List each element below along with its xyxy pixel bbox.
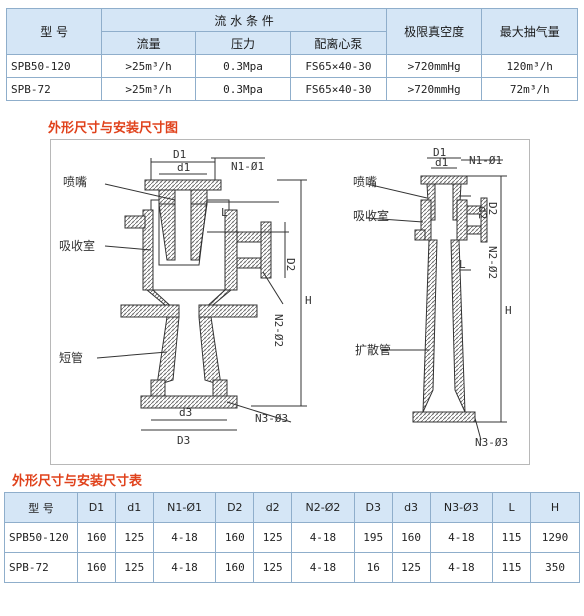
spec-cell-pressure: 0.3Mpa <box>194 77 292 101</box>
dim-cell: 4-18 <box>152 552 217 583</box>
label-suction-left: 吸收室 <box>59 238 95 253</box>
dim-cell: 1290 <box>530 522 580 553</box>
spec-header-max-pump: 最大抽气量 <box>481 8 578 55</box>
dim-cell: 16 <box>353 552 393 583</box>
table-row: SPB50-120 160 125 4-18 160 125 4-18 195 … <box>4 522 580 553</box>
label-d2-right: d2 <box>476 206 489 219</box>
spec-cell-flow: >25m³/h <box>101 54 196 78</box>
label-H-left: H <box>305 294 312 307</box>
label-N2-right: N2-Ø2 <box>486 246 499 279</box>
dim-table: 型 号 D1 d1 N1-Ø1 D2 d2 N2-Ø2 D3 d3 N3-Ø3 … <box>4 492 580 583</box>
spec-header-pressure: 压力 <box>194 31 292 55</box>
label-L-left: L <box>221 206 228 219</box>
dim-cell: 125 <box>253 522 293 553</box>
dim-cell: 4-18 <box>429 552 494 583</box>
ejector-drawing: 喷嘴 吸收室 短管 D1 d1 N1-Ø1 L D2 N2-Ø2 H d3 D3… <box>59 146 512 449</box>
dim-header-cell: D2 <box>215 492 255 523</box>
label-nozzle-right: 喷嘴 <box>353 175 377 189</box>
dim-cell: 125 <box>391 552 431 583</box>
spec-table: 型 号 流 水 条 件 极限真空度 最大抽气量 流量 压力 配离心泵 SPB50… <box>5 8 578 101</box>
label-d1-left: d1 <box>177 161 190 174</box>
dim-cell: SPB50-120 <box>4 522 78 553</box>
dim-header-cell: d1 <box>114 492 154 523</box>
dim-cell: 160 <box>215 552 255 583</box>
spec-cell-flow: >25m³/h <box>101 77 196 101</box>
dim-cell: 160 <box>77 552 116 583</box>
right-ejector <box>366 157 507 441</box>
spec-table-header-row: 型 号 流 水 条 件 极限真空度 最大抽气量 <box>5 8 578 55</box>
spec-cell-vacuum: >720mmHg <box>385 77 483 101</box>
dim-cell: SPB-72 <box>4 552 78 583</box>
label-N2-left: N2-Ø2 <box>272 314 285 347</box>
dim-header-cell: D3 <box>353 492 393 523</box>
dim-cell: 125 <box>114 552 154 583</box>
dim-header-cell: d3 <box>391 492 431 523</box>
dim-cell: 160 <box>215 522 255 553</box>
label-suction-right: 吸收室 <box>353 208 389 223</box>
dim-header-cell: 型 号 <box>4 492 78 523</box>
table-row: SPB-72 160 125 4-18 160 125 4-18 16 125 … <box>4 552 580 583</box>
spec-header-flow: 流量 <box>101 31 196 55</box>
label-D1-left: D1 <box>173 148 186 161</box>
label-N3-right: N3-Ø3 <box>475 436 508 449</box>
label-D1-right: D1 <box>433 146 446 159</box>
label-N1-right: N1-Ø1 <box>469 154 502 167</box>
spec-cell-model: SPB50-120 <box>5 54 103 78</box>
label-d1-right: d1 <box>435 156 448 169</box>
dim-table-header-row: 型 号 D1 d1 N1-Ø1 D2 d2 N2-Ø2 D3 d3 N3-Ø3 … <box>4 492 580 523</box>
dim-cell: 125 <box>253 552 293 583</box>
dim-cell: 115 <box>492 522 532 553</box>
label-D2-right: D2 <box>486 202 499 215</box>
spec-cell-vacuum: >720mmHg <box>385 54 483 78</box>
left-ejector <box>96 157 307 431</box>
dim-cell: 195 <box>353 522 393 553</box>
label-D3-left: D3 <box>177 434 190 447</box>
table-row: SPB50-120 >25m³/h 0.3Mpa FS65×40-30 >720… <box>5 54 578 78</box>
dim-header-cell: d2 <box>253 492 293 523</box>
label-L-right: L <box>459 258 466 271</box>
dim-cell: 4-18 <box>429 522 494 553</box>
spec-header-pump: 配离心泵 <box>290 31 387 55</box>
dim-cell: 160 <box>391 522 431 553</box>
label-d3-left: d3 <box>179 406 192 419</box>
dim-header-cell: N3-Ø3 <box>429 492 494 523</box>
spec-header-flow-group: 流 水 条 件 <box>101 8 387 32</box>
spec-cell-model: SPB-72 <box>5 77 103 101</box>
label-diffuser: 扩散管 <box>355 342 391 357</box>
spec-cell-pump: FS65×40-30 <box>290 54 387 78</box>
label-H-right: H <box>505 304 512 317</box>
dim-header-cell: L <box>492 492 532 523</box>
label-short-pipe: 短管 <box>59 350 83 365</box>
dim-header-cell: D1 <box>77 492 116 523</box>
spec-cell-max: 120m³/h <box>481 54 578 78</box>
dim-header-cell: H <box>530 492 580 523</box>
spec-header-vacuum: 极限真空度 <box>385 8 483 55</box>
dim-cell: 4-18 <box>291 552 355 583</box>
spec-header-model: 型 号 <box>5 8 103 55</box>
dim-cell: 4-18 <box>152 522 217 553</box>
table-row: SPB-72 >25m³/h 0.3Mpa FS65×40-30 >720mmH… <box>5 77 578 101</box>
drawing-figure: 喷嘴 吸收室 短管 D1 d1 N1-Ø1 L D2 N2-Ø2 H d3 D3… <box>50 139 530 465</box>
label-N3-left: N3-Ø3 <box>255 412 288 425</box>
dim-header-cell: N2-Ø2 <box>291 492 355 523</box>
spec-cell-pressure: 0.3Mpa <box>194 54 292 78</box>
spec-cell-max: 72m³/h <box>481 77 578 101</box>
spec-cell-pump: FS65×40-30 <box>290 77 387 101</box>
dim-header-cell: N1-Ø1 <box>152 492 217 523</box>
dim-cell: 125 <box>114 522 154 553</box>
dim-cell: 4-18 <box>291 522 355 553</box>
figure-title: 外形尺寸与安装尺寸图 <box>48 121 179 136</box>
dim-cell: 160 <box>77 522 116 553</box>
dim-table-title: 外形尺寸与安装尺寸表 <box>12 474 143 489</box>
label-N1-left: N1-Ø1 <box>231 160 264 173</box>
label-nozzle-left: 喷嘴 <box>63 175 87 189</box>
dim-cell: 115 <box>492 552 532 583</box>
dim-cell: 350 <box>530 552 580 583</box>
label-D2-left: D2 <box>284 258 297 271</box>
